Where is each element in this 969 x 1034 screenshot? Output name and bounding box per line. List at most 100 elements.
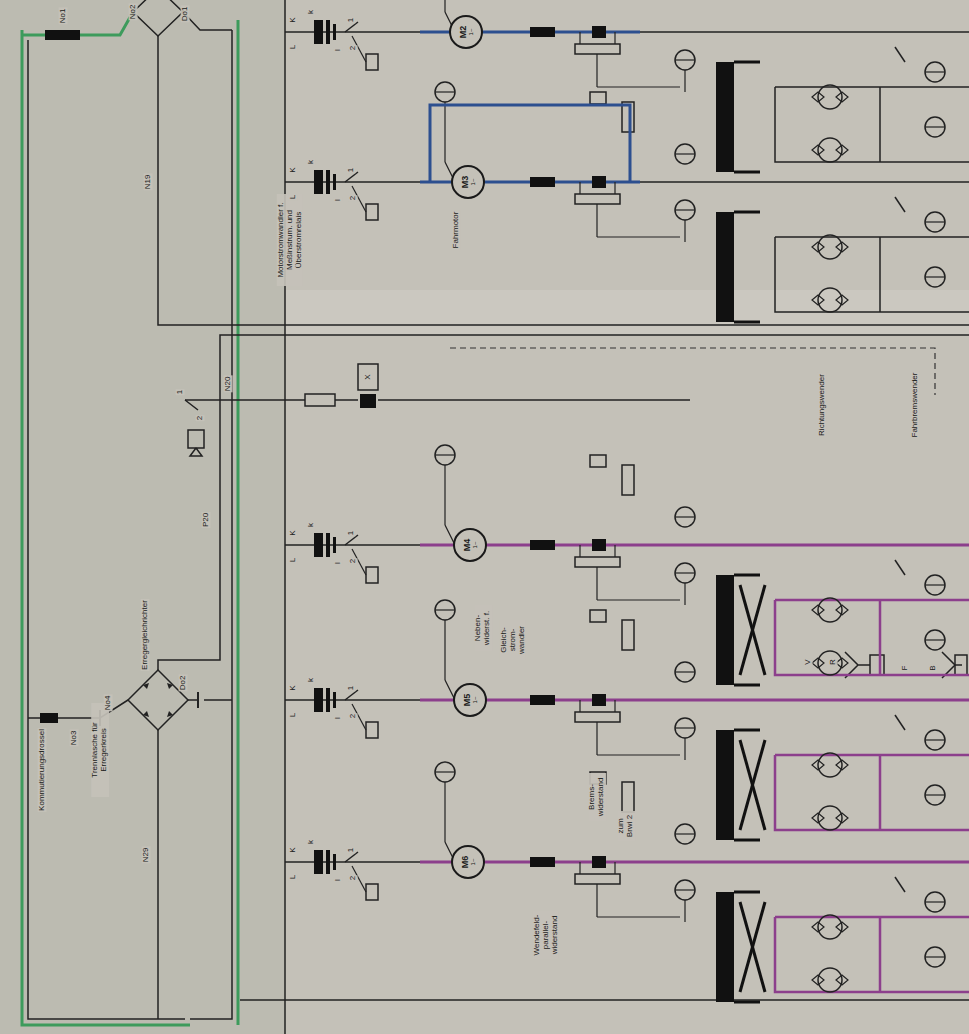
wire (28, 40, 185, 1019)
motor-text: M41~ (463, 539, 478, 552)
gauge-needle (925, 956, 945, 957)
field-winding-block (734, 729, 760, 732)
switch-symbol (895, 877, 905, 892)
gauge-symbol (925, 575, 945, 595)
colored-wire (420, 544, 969, 547)
field-loop (775, 237, 969, 312)
gauge-needle (925, 126, 945, 127)
field-loop (775, 600, 969, 675)
green-wire (237, 20, 240, 1025)
label-text: Gleich- strom- wandler (500, 620, 526, 660)
label-text: No1 (59, 8, 68, 25)
motor-name: M6 (461, 856, 470, 869)
gauge-needle (675, 671, 695, 672)
actuator-symbol (366, 722, 378, 738)
wire (684, 70, 685, 92)
wire (579, 32, 580, 44)
gauge-symbol (675, 50, 695, 70)
transformer-core (314, 170, 323, 194)
exciter-machine (818, 85, 842, 109)
wire (190, 30, 232, 1019)
brush-symbol (812, 975, 848, 985)
motor-name: M5 (463, 694, 472, 707)
field-winding-block (734, 574, 760, 577)
actuator-symbol (366, 884, 378, 900)
label-text: l (334, 878, 343, 882)
motor-symbol: M31~ (451, 165, 485, 199)
label-text: N20 (224, 376, 233, 393)
label-text: k (307, 677, 316, 683)
label-text: zum Brwi 2 (617, 811, 635, 841)
label-text: L (289, 194, 298, 200)
colored-wire (420, 699, 969, 702)
green-wire (22, 30, 190, 1025)
switch-symbol (185, 400, 204, 456)
field-loop (775, 87, 969, 162)
wire (597, 754, 680, 755)
brush-symbol (812, 922, 848, 932)
label-text: 1 (176, 389, 185, 395)
relay-coil (360, 394, 376, 408)
field-loop (775, 917, 969, 992)
label-text: K (289, 846, 298, 853)
label-text: 1 (347, 167, 356, 173)
wire (684, 738, 685, 760)
field-winding-block (716, 730, 734, 840)
label-text: Trennlasche für Erregerkreis (91, 703, 109, 797)
gauge-needle (675, 889, 695, 890)
label-text: Motorstromwandler f. Meßinstrum. und Übe… (277, 194, 303, 286)
switch-symbol (345, 535, 358, 545)
switch-symbol (895, 560, 905, 575)
transformer-core (326, 170, 330, 194)
gauge-symbol (675, 200, 695, 220)
wire (444, 620, 445, 680)
motor-symbol: M61~ (451, 845, 485, 879)
transformer-core (314, 533, 323, 557)
exciter-machine (818, 235, 842, 259)
resistor-symbol (592, 176, 606, 188)
field-winding-block (716, 212, 734, 322)
actuator-symbol (366, 567, 378, 583)
wire (579, 182, 580, 194)
label-text: X (364, 373, 373, 380)
gauge-symbol (435, 600, 455, 620)
label-text: K (289, 529, 298, 536)
wire (596, 204, 597, 237)
wire (596, 567, 597, 600)
exciter-machine (818, 138, 842, 162)
wire (596, 722, 597, 755)
gauge-symbol (925, 892, 945, 912)
gauge-symbol (675, 507, 695, 527)
colored-wire (420, 861, 969, 864)
gauge-symbol (925, 267, 945, 287)
field-winding-block (734, 684, 760, 687)
gauge-symbol (925, 730, 945, 750)
gauge-symbol (675, 563, 695, 583)
transformer-core (314, 20, 323, 44)
rectifier-bridge (128, 670, 188, 730)
field-cross (740, 740, 765, 830)
gauge-symbol (925, 947, 945, 967)
switch-symbol (895, 197, 905, 212)
field-winding-block (734, 61, 760, 64)
label-text: L (289, 712, 298, 718)
wire (597, 236, 680, 237)
label-text: F (901, 665, 910, 672)
actuator-symbol (955, 655, 967, 675)
wire (597, 599, 680, 600)
gauge-needle (925, 276, 945, 277)
label-text: 1 (347, 847, 356, 853)
gauge-symbol (435, 762, 455, 782)
wire (614, 700, 615, 712)
transformer-core (326, 688, 330, 712)
label-text: K (289, 16, 298, 23)
label-text: 1 (347, 685, 356, 691)
label-text: N19 (144, 174, 153, 191)
brush-symbol (812, 145, 848, 155)
label-text: k (307, 9, 316, 15)
label-text: 1 (347, 530, 356, 536)
resistor-symbol (622, 782, 634, 812)
gauge-symbol (925, 212, 945, 232)
